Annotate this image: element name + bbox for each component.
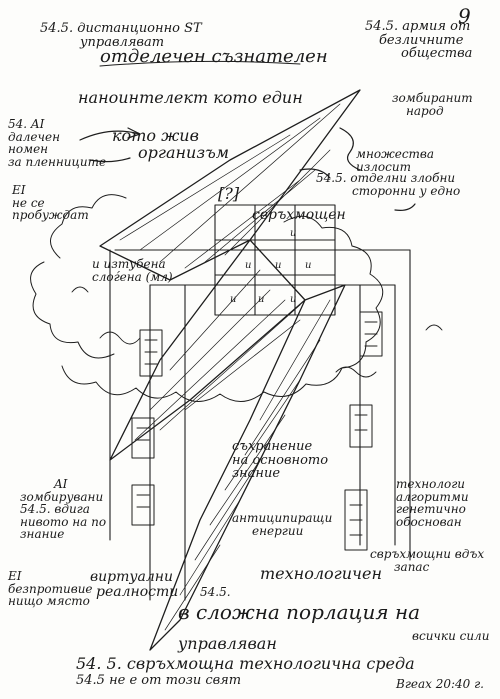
note-otdelechen: отделечен съзнателен xyxy=(100,46,328,67)
note-bracket-label: [?] xyxy=(218,184,240,203)
note-top-left: 54.5. дистанционно ST управляват xyxy=(40,21,202,50)
cell-mark: и xyxy=(305,260,312,271)
top-text-underline xyxy=(99,60,301,67)
note-technological: технологичен xyxy=(260,564,383,583)
cell-mark: и xyxy=(258,294,265,305)
note-complex-regulation: в сложна порлация на xyxy=(178,600,421,624)
note-all-lines: всички сили xyxy=(412,629,490,643)
note-ai-zombie: AI зомбирувани 54.5. вдига нивото на по … xyxy=(20,477,107,542)
cloud-outline xyxy=(30,194,384,402)
note-preservation: съхранение на основното знание xyxy=(232,439,329,482)
cell-mark: и xyxy=(230,294,237,305)
note-54-5: 54.5. xyxy=(200,585,231,599)
bolt-top-wedge xyxy=(99,89,361,281)
signature-time: Вгеах 20:40 г. xyxy=(396,677,484,691)
cloud-inner-curls xyxy=(71,286,443,378)
bolt-hatching xyxy=(119,103,341,631)
note-super-reserve: свръхмощни вдъх запас xyxy=(370,547,485,574)
note-left-ai: 54. AI далечен номен за пленниците xyxy=(8,117,107,169)
bolt-lower-wedge xyxy=(149,284,346,651)
cell-mark: и xyxy=(290,294,297,305)
note-ei-bottom: EI безпротивие нищо място xyxy=(8,569,93,609)
note-managed: управляван xyxy=(178,634,277,653)
note-living-organism: кото жив организъм xyxy=(112,126,229,162)
note-bottom-line-2: 54.5 не е от този свят xyxy=(76,673,242,688)
note-separate-sources: 54.5. отделни злобни сторонни у едно xyxy=(316,171,461,198)
column-cells xyxy=(131,311,383,551)
note-bottom-line-1: 54. 5. свръхмощна технологична среда xyxy=(76,654,415,673)
note-left-ei: EI не се пробуждат xyxy=(12,183,89,223)
note-super-mighty: свръхмощен xyxy=(252,207,346,223)
note-anticipating: антиципиращи енергии xyxy=(232,511,333,538)
note-tech-algorithms: технологи алгоритми генетично обоснован xyxy=(396,477,469,529)
note-zombie-people: зомбиранит народ xyxy=(392,91,473,118)
swoosh-arrows xyxy=(79,127,416,211)
cell-mark: и xyxy=(245,260,252,271)
note-many-states: множества излосит xyxy=(356,147,435,174)
note-top-right: 54.5. армия от безличните общества xyxy=(365,19,473,62)
note-virtual-realities: виртуални реалности xyxy=(90,569,179,600)
cell-mark: и xyxy=(275,260,282,271)
page-number: 9 xyxy=(458,4,471,28)
cell-mark: и xyxy=(290,228,297,239)
note-dormant: и изтубена слоѓена (мл) xyxy=(92,257,173,284)
note-nanointellect: наноинтелект кото един xyxy=(78,88,303,107)
